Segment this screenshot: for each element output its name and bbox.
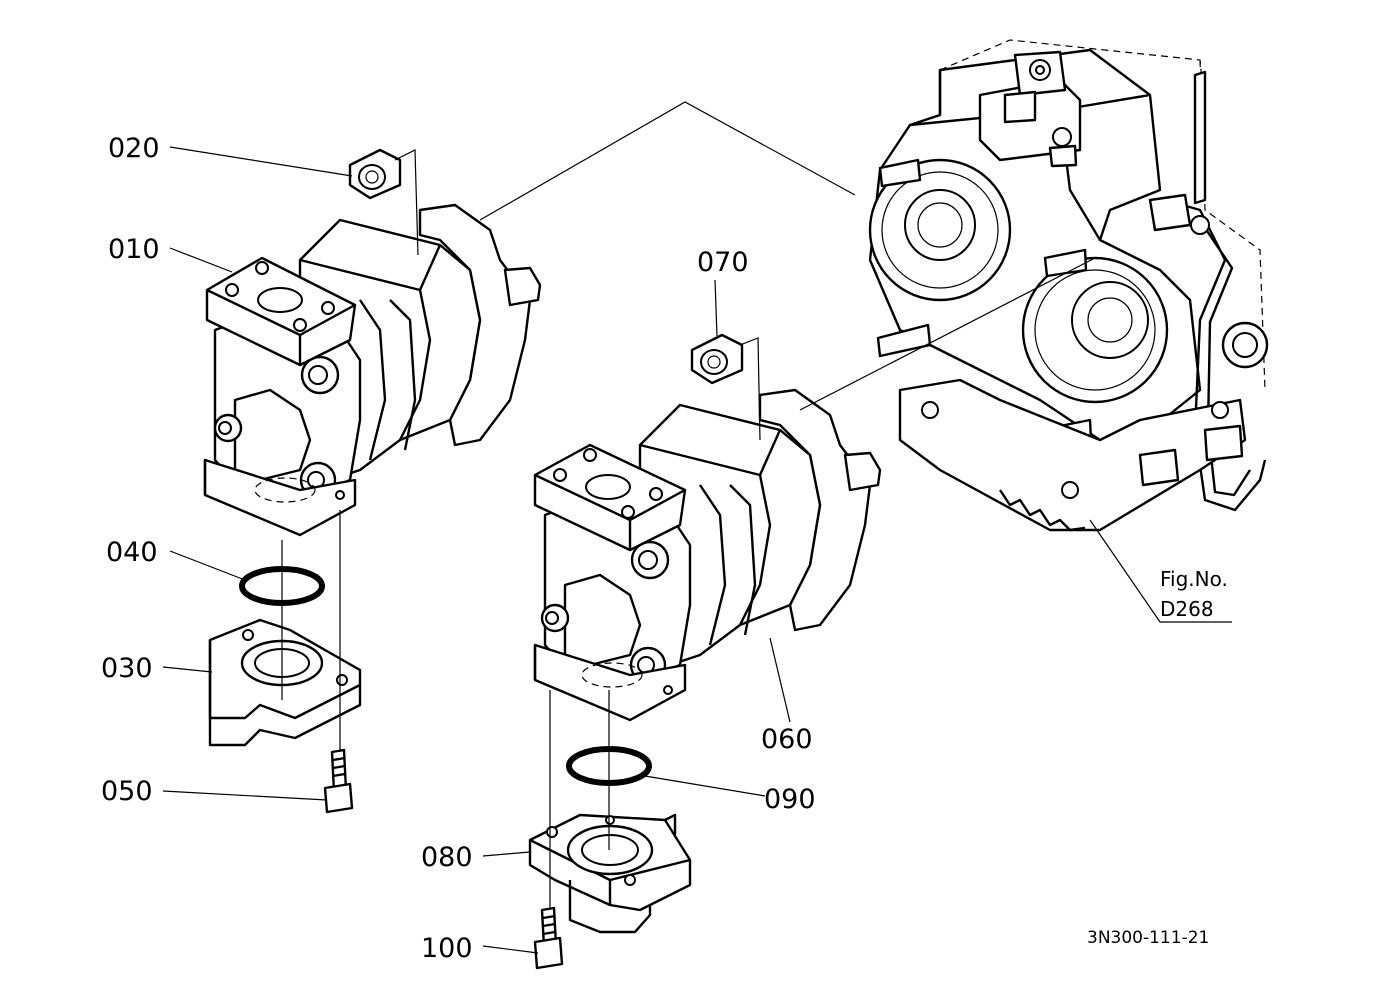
hydraulic-pump-010 bbox=[203, 203, 542, 537]
gearbox-housing bbox=[868, 39, 1269, 532]
drawing-code: 3N300-111-21 bbox=[1087, 928, 1209, 948]
figure-ref-line2: D268 bbox=[1160, 597, 1214, 621]
leader-lines bbox=[162, 146, 1232, 954]
label-080: 080 bbox=[421, 842, 473, 873]
figure-ref-line1: Fig.No. bbox=[1160, 567, 1228, 591]
label-010: 010 bbox=[108, 234, 160, 265]
label-030: 030 bbox=[101, 653, 153, 684]
label-040: 040 bbox=[106, 537, 158, 568]
label-060: 060 bbox=[761, 724, 813, 755]
flange-030 bbox=[208, 618, 362, 747]
label-050: 050 bbox=[101, 776, 153, 807]
nut-020 bbox=[348, 148, 402, 200]
label-020: 020 bbox=[108, 133, 160, 164]
label-070: 070 bbox=[697, 247, 749, 278]
bolt-100 bbox=[533, 906, 564, 970]
label-100: 100 bbox=[421, 933, 473, 964]
nut-070 bbox=[690, 333, 744, 385]
flange-080 bbox=[528, 813, 692, 934]
hydraulic-pump-060 bbox=[533, 388, 882, 722]
label-090: 090 bbox=[764, 784, 816, 815]
assembly-lines bbox=[281, 101, 1096, 910]
bolt-050 bbox=[323, 748, 354, 814]
